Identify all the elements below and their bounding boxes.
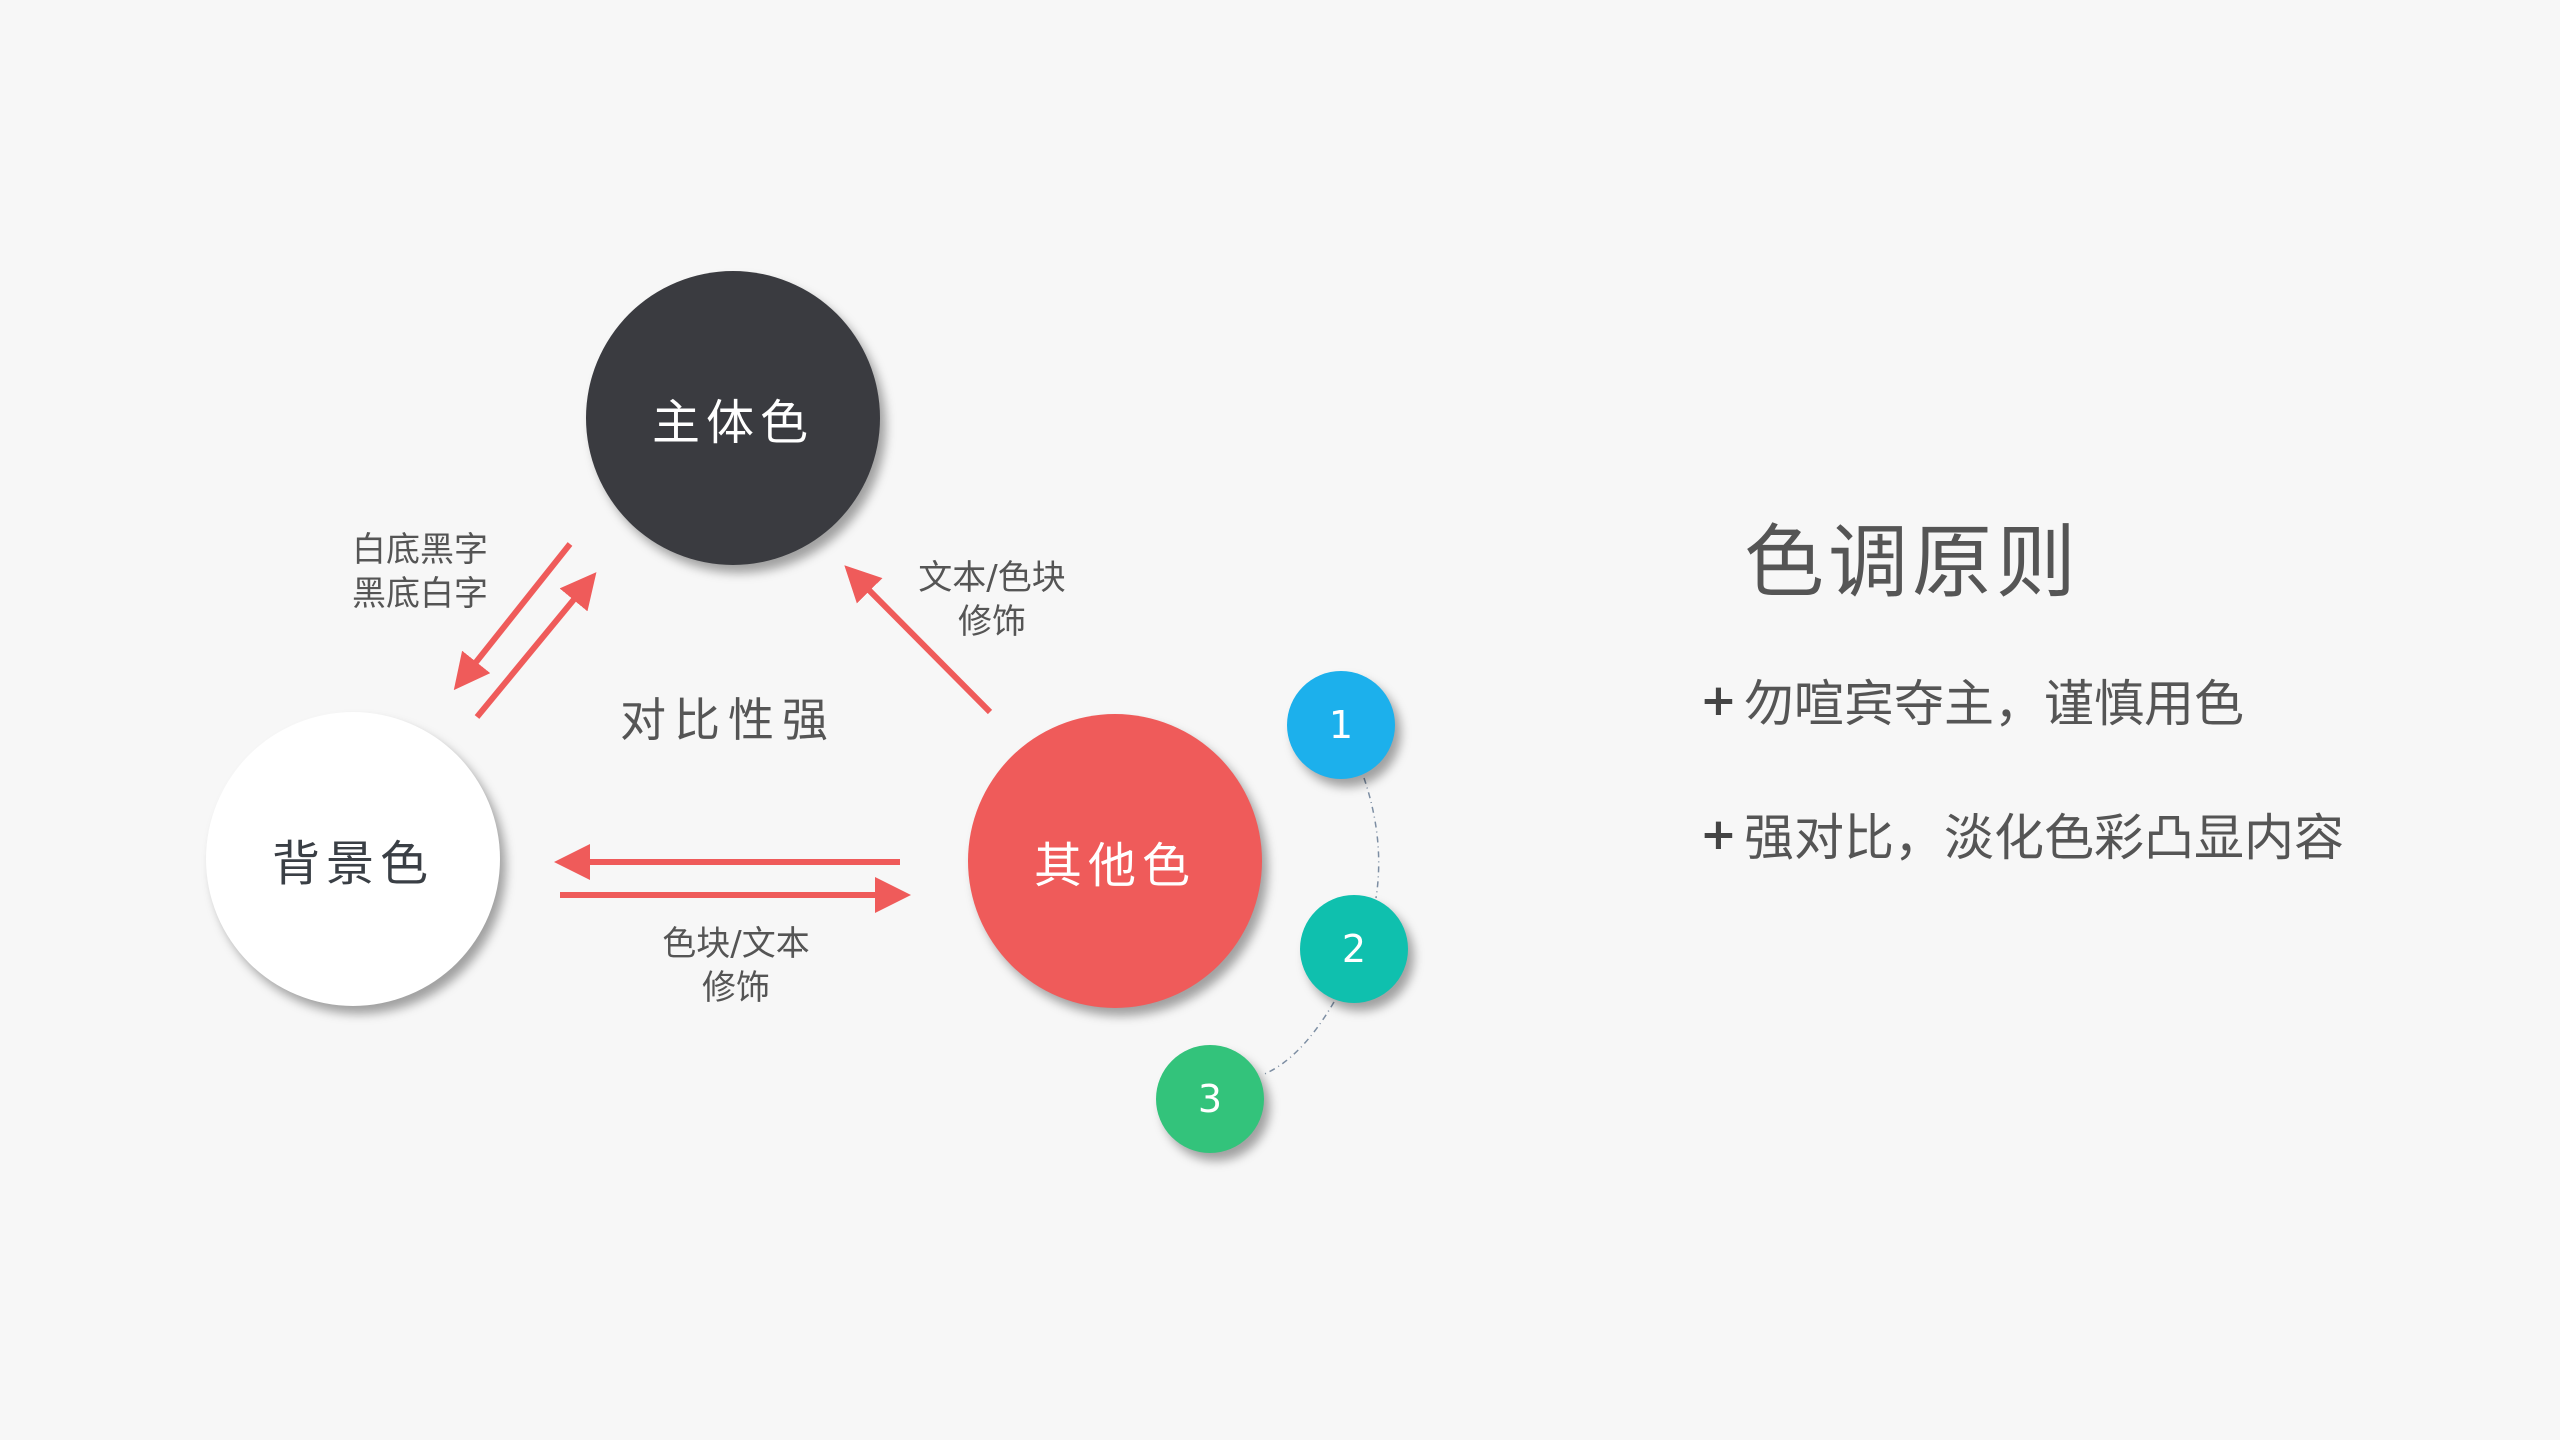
node-main-label: 主体色 xyxy=(651,395,814,451)
step-circle-1: 1 xyxy=(1287,671,1395,779)
node-other-color: 其他色 xyxy=(968,714,1262,1008)
principle-text: 强对比，淡化色彩凸显内容 xyxy=(1744,809,2344,867)
principle-item: + 强对比，淡化色彩凸显内容 xyxy=(1700,798,2344,870)
principle-text: 勿喧宾夺主，谨慎用色 xyxy=(1744,675,2244,733)
step-3-label: 3 xyxy=(1197,1077,1223,1121)
node-main-color: 主体色 xyxy=(586,271,880,565)
dashed-connector-2-3 xyxy=(1261,1001,1335,1076)
arrow-other-to-main xyxy=(844,565,993,715)
principles-title: 色调原则 xyxy=(1744,516,2080,609)
arrow-main-to-background xyxy=(453,542,573,691)
edge-label-line: 白底黑字 xyxy=(352,530,488,570)
step-circle-3: 3 xyxy=(1156,1045,1264,1153)
step-1-label: 1 xyxy=(1328,703,1354,747)
edge-label-line: 文本/色块 xyxy=(918,558,1066,598)
step-2-label: 2 xyxy=(1341,927,1367,971)
edge-label-line: 色块/文本 xyxy=(662,924,810,964)
edge-label-other-main: 文本/色块 修饰 xyxy=(918,556,1065,644)
node-background-label: 背景色 xyxy=(271,836,434,892)
arrow-background-to-main xyxy=(474,572,597,719)
edge-label-line: 修饰 xyxy=(702,968,770,1008)
principle-item: + 勿喧宾夺主，谨慎用色 xyxy=(1700,664,2244,736)
center-label: 对比性强 xyxy=(620,693,836,747)
step-circle-2: 2 xyxy=(1300,895,1408,1003)
node-other-label: 其他色 xyxy=(1033,838,1196,894)
dashed-connector-1-2 xyxy=(1363,777,1380,899)
edge-label-line: 修饰 xyxy=(958,602,1026,642)
plus-icon: + xyxy=(1700,808,1737,860)
edge-label-bg-other: 色块/文本 修饰 xyxy=(662,922,809,1010)
plus-icon: + xyxy=(1700,674,1737,726)
edge-label-line: 黑底白字 xyxy=(352,574,488,614)
node-background-color: 背景色 xyxy=(206,712,500,1006)
edge-label-bg-main: 白底黑字 黑底白字 xyxy=(352,528,488,616)
